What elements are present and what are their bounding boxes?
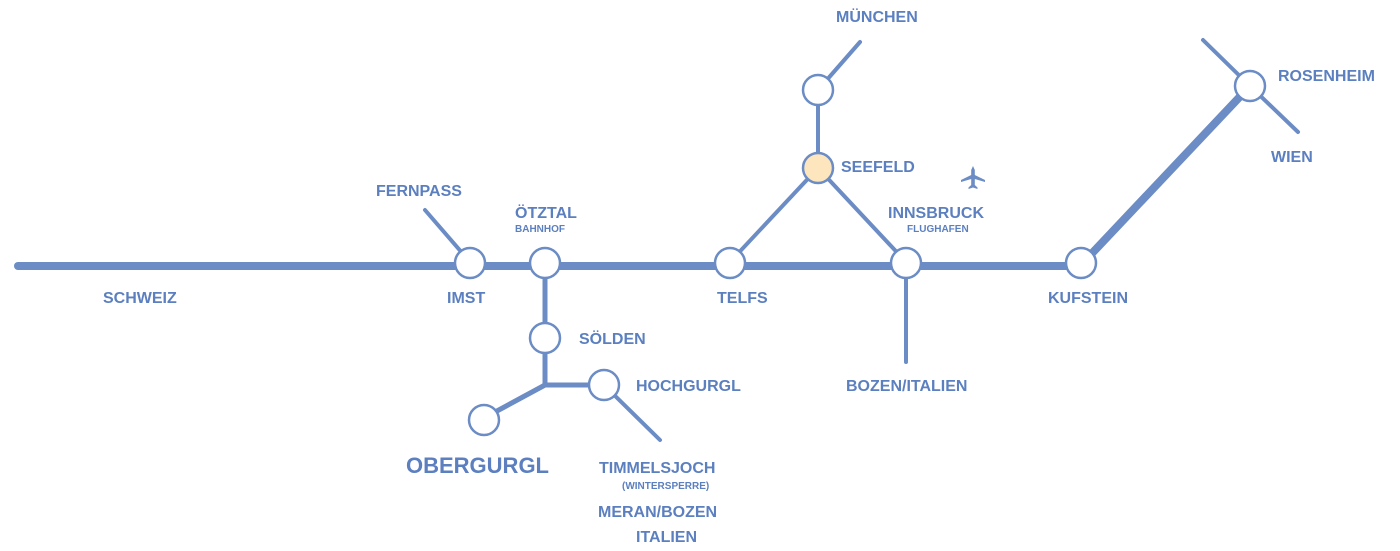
line-telfs-seefeld xyxy=(728,166,820,264)
label-wien: WIEN xyxy=(1271,149,1313,166)
station-kufstein[interactable] xyxy=(1064,246,1098,280)
label-telfs: TELFS xyxy=(717,290,768,307)
label-fernpass: FERNPASS xyxy=(376,183,462,200)
station-hochgurgl[interactable] xyxy=(587,368,621,402)
line-seefeld-innsbruck xyxy=(816,166,908,264)
label-meran-bozen: MERAN/BOZEN xyxy=(598,504,717,521)
label-oetztal: ÖTZTAL xyxy=(515,203,577,222)
station-seefeld[interactable] xyxy=(801,151,835,185)
label-hochgurgl: HOCHGURGL xyxy=(636,378,741,395)
label-seefeld: SEEFELD xyxy=(841,159,915,176)
line-kufstein-rosenheim xyxy=(1076,82,1254,270)
label-bahnhof: BAHNHOF xyxy=(515,224,565,235)
label-schweiz: SCHWEIZ xyxy=(103,290,177,307)
label-kufstein: KUFSTEIN xyxy=(1048,290,1128,307)
label-italien: ITALIEN xyxy=(636,529,697,546)
airplane-icon xyxy=(961,166,985,189)
station-innsbruck[interactable] xyxy=(889,246,923,280)
label-muenchen: MÜNCHEN xyxy=(836,7,918,26)
label-wintersperre: (WINTERSPERRE) xyxy=(622,481,709,492)
label-innsbruck: INNSBRUCK xyxy=(888,205,984,222)
label-bozen-italien: BOZEN/ITALIEN xyxy=(846,378,967,395)
station-obergurgl[interactable] xyxy=(467,403,501,437)
label-flughafen: FLUGHAFEN xyxy=(907,224,969,235)
label-soelden: SÖLDEN xyxy=(579,329,646,348)
label-obergurgl: OBERGURGL xyxy=(406,453,549,478)
station-imst[interactable] xyxy=(453,246,487,280)
station-soelden[interactable] xyxy=(528,321,562,355)
station-telfs[interactable] xyxy=(713,246,747,280)
station-oetztal[interactable] xyxy=(528,246,562,280)
label-rosenheim: ROSENHEIM xyxy=(1278,68,1375,85)
station-rosenheim[interactable] xyxy=(1233,69,1267,103)
label-timmelsjoch: TIMMELSJOCH xyxy=(599,460,715,477)
station-muenchen-junction[interactable] xyxy=(801,73,835,107)
label-imst: IMST xyxy=(447,290,485,307)
